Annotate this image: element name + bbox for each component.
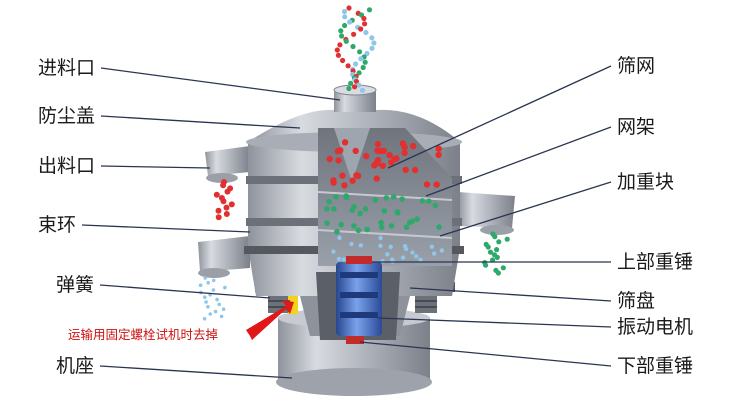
upper-weight-marker	[346, 256, 372, 264]
lower-weight-marker	[346, 336, 364, 344]
label-sieve-tray: 筛盘	[617, 290, 656, 312]
transport-bolt	[288, 288, 298, 314]
leader-screen-mesh	[387, 65, 612, 169]
leader-lower-weight	[359, 341, 612, 367]
transport-bolt-note: 运输用固定螺栓试机时去掉	[68, 327, 219, 342]
vibration-motor-body	[316, 256, 400, 344]
label-outlet: 出料口	[38, 155, 96, 177]
label-screen-mesh: 筛网	[617, 55, 656, 77]
label-upper-weight: 上部重锤	[617, 251, 694, 273]
leader-dust-cover	[100, 115, 301, 129]
leader-lines	[81, 65, 612, 379]
material-particles	[198, 5, 510, 321]
label-base: 机座	[56, 355, 95, 377]
inlet-pipe	[333, 84, 377, 112]
label-clamp-ring: 束环	[38, 214, 77, 236]
label-lower-weight: 下部重锤	[617, 355, 694, 377]
leader-inlet	[100, 67, 341, 101]
label-weight-block: 加重块	[617, 171, 675, 193]
label-spring: 弹簧	[56, 274, 95, 296]
leader-outlet	[100, 165, 211, 169]
label-dust-cover: 防尘盖	[38, 105, 96, 127]
leader-sieve-tray	[409, 287, 612, 302]
label-inlet: 进料口	[38, 57, 96, 79]
leader-clamp-ring	[81, 224, 251, 233]
label-mesh-frame: 网架	[617, 116, 656, 138]
leader-vibration-motor	[377, 317, 612, 328]
label-vibration-motor: 振动电机	[617, 316, 694, 338]
note-arrow	[246, 300, 294, 340]
leader-base	[99, 365, 293, 379]
outlet-spouts	[198, 146, 515, 278]
leader-mesh-frame	[425, 126, 612, 197]
leader-weight-block	[439, 181, 612, 237]
leader-spring	[99, 284, 271, 299]
